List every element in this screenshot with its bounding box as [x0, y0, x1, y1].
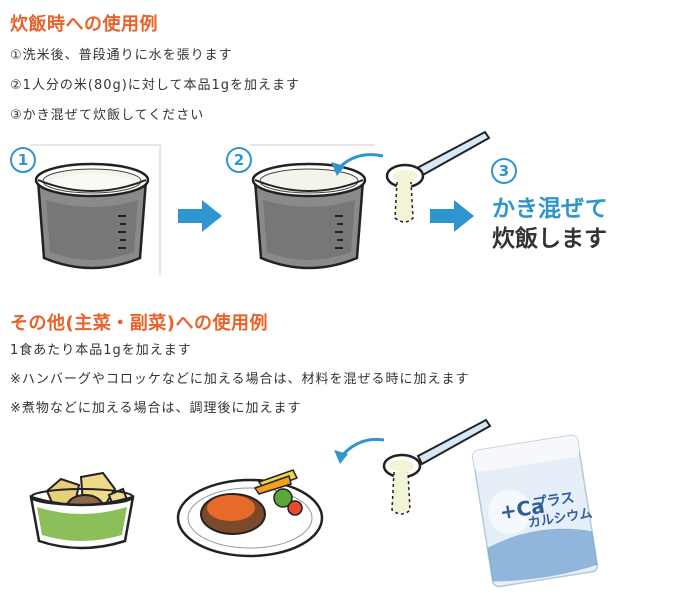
step1-text: ①洗米後、普段通りに水を張ります — [10, 48, 233, 63]
dish-usage-text: 1食あたり本品1gを加えます — [10, 343, 192, 358]
arrow-right-icon — [430, 200, 474, 232]
rice-pot-illustration — [30, 144, 161, 275]
step-badge-3: 3 — [491, 158, 517, 184]
step3-caption-stir: かき混ぜて — [492, 196, 608, 222]
hamburger-plate-illustration — [176, 469, 324, 558]
arrow-right-icon — [178, 200, 222, 232]
hamburger-note: ※ハンバーグやコロッケなどに加える場合は、材料を混ぜる時に加えます — [10, 372, 470, 387]
product-package: +Ca プラス カルシウム — [472, 434, 599, 588]
rice-pot-with-spoon-illustration — [250, 130, 491, 270]
step3-caption-cook: 炊飯します — [492, 226, 607, 252]
measuring-spoon-illustration — [334, 418, 492, 515]
step2-text: ②1人分の米(80g)に対して本品1gを加えます — [10, 78, 300, 93]
step3-text: ③かき混ぜて炊飯してください — [10, 108, 205, 123]
section2-title: その他(主菜・副菜)への使用例 — [10, 313, 268, 334]
section1-title: 炊飯時への使用例 — [10, 14, 158, 35]
stew-note: ※煮物などに加える場合は、調理後に加えます — [10, 401, 302, 416]
step-badge-2: 2 — [226, 147, 252, 173]
package-name-line1: プラス — [532, 490, 576, 512]
stew-bowl-illustration — [29, 471, 135, 550]
step-badge-1: 1 — [10, 147, 36, 173]
